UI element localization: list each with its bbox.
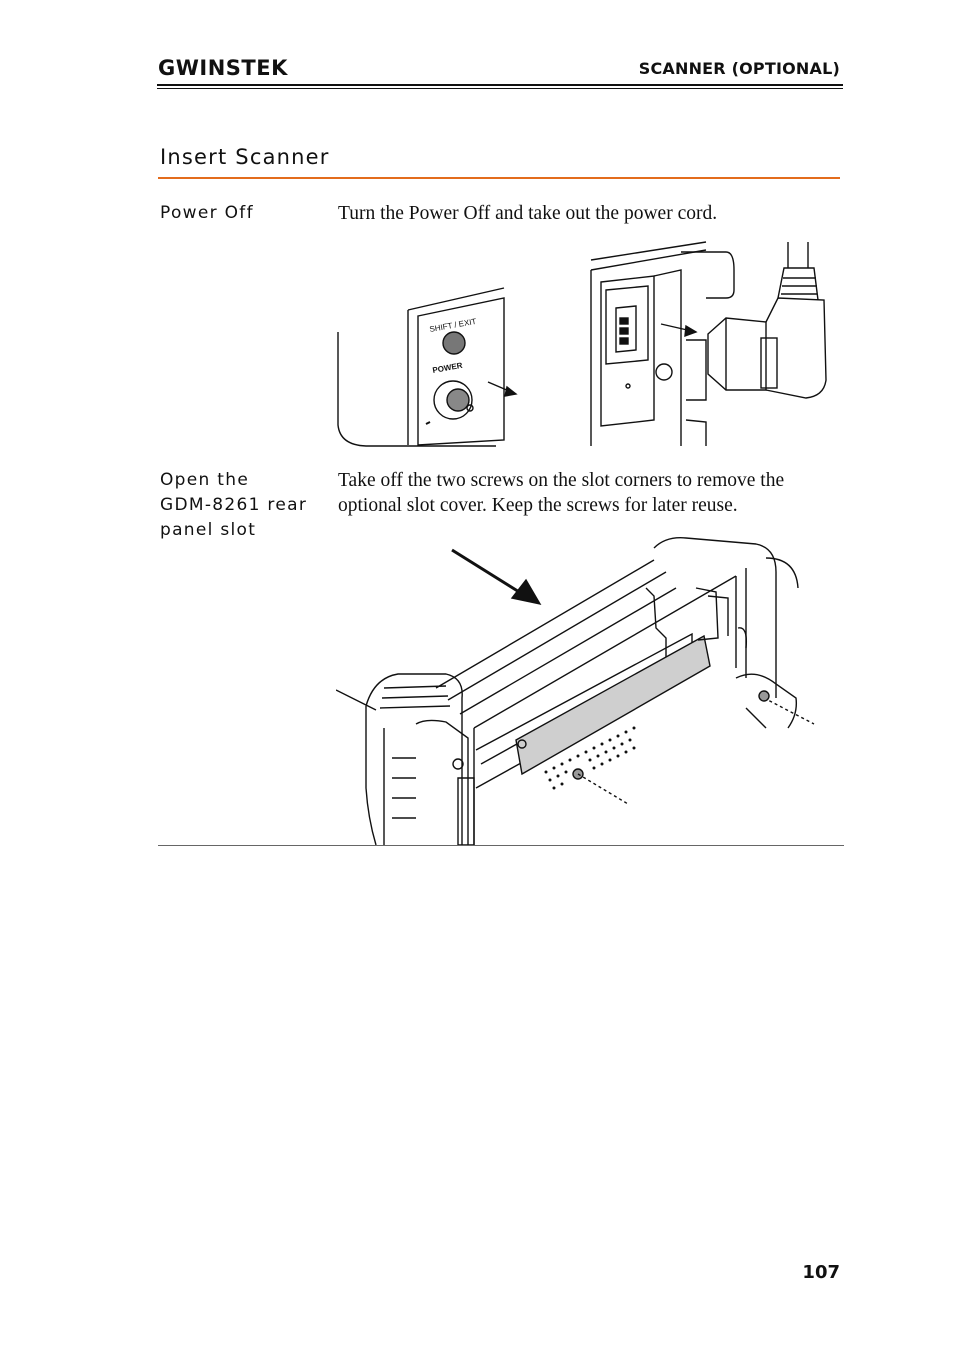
bottom-divider bbox=[158, 845, 844, 846]
page-number: 107 bbox=[802, 1262, 840, 1283]
header-divider bbox=[157, 84, 843, 89]
step-text-open-slot: Take off the two screws on the slot corn… bbox=[338, 470, 785, 516]
step-text-power-off: Turn the Power Off and take out the powe… bbox=[338, 203, 718, 224]
brand-logo: GWINSTEK bbox=[158, 56, 288, 80]
step-label-open-slot: Open the GDM-8261 rear panel slot bbox=[160, 470, 308, 540]
chapter-title: SCANNER (OPTIONAL) bbox=[638, 59, 840, 78]
power-label: POWER bbox=[432, 361, 464, 375]
section-divider bbox=[158, 177, 840, 179]
power-off-illustration: SHIFT / EXIT POWER bbox=[337, 241, 827, 447]
step-label-power-off: Power Off bbox=[160, 203, 254, 223]
section-title: Insert Scanner bbox=[160, 145, 330, 169]
slot-cover-illustration bbox=[336, 537, 815, 845]
